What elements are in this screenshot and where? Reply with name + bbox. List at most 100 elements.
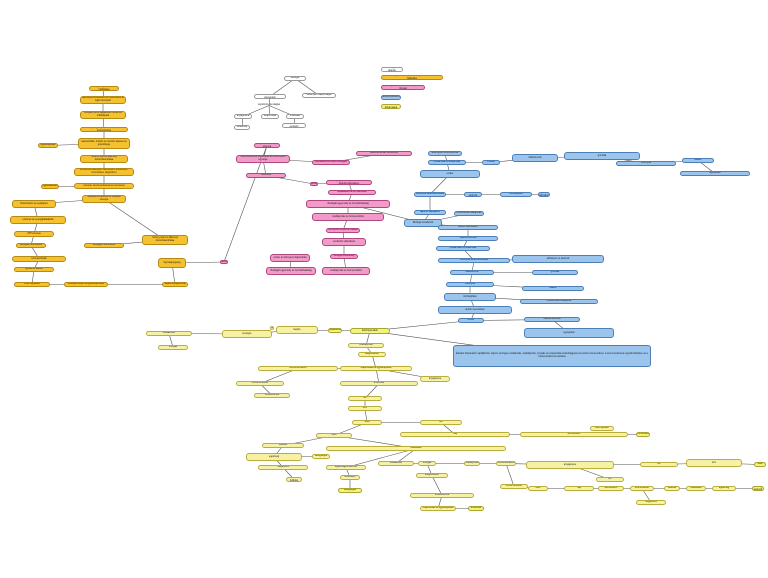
node-bor[interactable]: bőr — [420, 420, 462, 425]
node-lime-j[interactable]: emésztés — [468, 506, 484, 511]
node-biokemia[interactable]: Biokémia — [234, 125, 250, 130]
node-lime-x[interactable]: egészséges életmód — [752, 486, 764, 491]
node-blue-14[interactable]: rendszertani kategóriák — [520, 299, 598, 304]
node-reflexek[interactable]: reflexek — [262, 443, 304, 448]
node-populaciok[interactable]: populációk és életközösségek — [312, 160, 350, 165]
node-vese[interactable]: vese — [352, 420, 382, 425]
node-lime-t[interactable]: reflexek — [664, 486, 680, 491]
node-lime-a[interactable]: betegségek — [338, 488, 362, 493]
node-keringes[interactable]: keringés — [222, 330, 272, 338]
node-blue-9[interactable]: baktériumok — [450, 270, 494, 275]
node-lime-k[interactable]: anyagcsere — [526, 461, 614, 469]
node-lime-e[interactable]: idegrendszer — [416, 473, 448, 478]
node-sejt-alapegyseg[interactable]: Sejt alapegység — [158, 258, 186, 268]
node-anyag-energiaaramlas[interactable]: anyag és energiaáramlás az életközössége… — [326, 180, 372, 185]
node-blue-6[interactable]: prokarióták és eukarióták — [436, 246, 490, 251]
node-blue-12[interactable]: állatok — [522, 286, 584, 291]
node-blue-17[interactable]: határozókulcsok — [524, 317, 580, 322]
node-szabalyozas[interactable]: szabályozás — [348, 343, 384, 348]
node-lime-u[interactable]: viselkedés — [686, 486, 706, 491]
node-izomrendszer[interactable]: izomrendszer — [636, 432, 650, 437]
node-gombak[interactable]: gombák — [564, 152, 640, 160]
node-betegsegek[interactable]: betegségek — [312, 454, 330, 459]
node-ember-kornyezet[interactable]: ember és környezet kapcsolata — [270, 254, 310, 262]
node-oroklodes-top[interactable]: öröklődés — [286, 114, 304, 119]
node-oldal-kicsi-1[interactable]: egyedfejlődés — [38, 143, 58, 148]
node-oldal-osszekoto[interactable]: növényi sejt és állati sejt összehasonlí… — [142, 235, 188, 245]
node-biologiai-sokfeleseg[interactable]: biológiai sokféleség — [330, 254, 358, 259]
node-kicsi-pink[interactable]: bioszféra — [310, 182, 318, 186]
node-sejtmag[interactable]: sejtmag felépítése, kromatin, kromoszóma — [80, 127, 128, 132]
node-maj[interactable]: máj — [400, 432, 510, 437]
node-lime-l[interactable]: vér — [640, 462, 678, 467]
node-lime-c[interactable]: mozgás — [418, 461, 436, 466]
node-lime-b[interactable]: kiválasztás — [378, 461, 414, 466]
node-fotoszintezis[interactable]: fotoszintézis és sejtlégzés — [12, 200, 56, 208]
node-pink-kicsi-2[interactable]: bioszféra — [220, 260, 228, 264]
node-blue-kicsi[interactable]: fajok és fajfogalom — [538, 192, 550, 197]
node-lime-i[interactable]: szaporodás és egyedfejlődés — [420, 506, 456, 511]
node-eletfolyamatok[interactable]: Életfolyamatok — [350, 328, 390, 334]
node-hormonrendszer[interactable]: hormonrendszer — [258, 366, 338, 371]
node-egeszseg[interactable]: egészség — [246, 453, 302, 461]
node-mozgas[interactable]: mozgás — [158, 345, 188, 350]
node-baktériumok[interactable]: baktériumok — [512, 154, 558, 162]
node-blue-16[interactable]: ember — [458, 318, 484, 323]
node-szaporodas-lime[interactable]: szaporodás és egyedfejlődés — [340, 366, 412, 371]
node-dns-replikacio[interactable]: DNS replikáció — [14, 282, 50, 287]
node-lime-o[interactable]: bőr — [596, 477, 624, 482]
node-kemiai-fizikai[interactable]: kémiai és fizikai jelenségek — [254, 94, 286, 99]
node-vazrendszer[interactable]: vázrendszer — [520, 432, 628, 437]
node-viselkedes[interactable]: viselkedés — [326, 446, 506, 451]
node-biologia[interactable]: Biológia — [284, 76, 306, 81]
node-sejtszintu[interactable]: sejtszintű élet alapjai — [257, 103, 281, 107]
node-sejt-felepitese[interactable]: Sejt felépítése és működése — [89, 86, 119, 91]
node-lime-w[interactable]: megelőzés — [636, 500, 666, 505]
node-lime-z[interactable]: serdülőkor — [270, 326, 274, 330]
node-kettos-nevezektan[interactable]: kettős nevezéktan — [438, 225, 498, 230]
node-emesztes[interactable]: emésztés — [340, 381, 418, 386]
node-kivalasztas[interactable]: kiválasztás — [146, 331, 192, 336]
node-egeszseges-eletmod[interactable]: egészséges életmód — [326, 465, 366, 470]
node-pink-also-2[interactable]: szabályozás és homeosztázis — [322, 267, 370, 275]
node-immunrendszer[interactable]: immunrendszer — [236, 381, 284, 386]
node-novenyek[interactable]: növények — [616, 161, 676, 166]
node-lime-p[interactable]: tüdő — [528, 486, 548, 491]
node-szoveti-szervezodes[interactable]: szöveti szerveződés: hámszövet, kötőszöv… — [74, 168, 134, 176]
node-megelozes[interactable]: megelőzés — [258, 465, 308, 470]
node-biologiai-membranok[interactable]: Biológiai membránok — [16, 243, 46, 248]
node-rendszertani-kategoriak[interactable]: rendszertani kategóriák — [454, 211, 484, 216]
node-lime-r[interactable]: vázrendszer — [598, 486, 624, 491]
node-lime-v[interactable]: egészség — [712, 486, 736, 491]
node-tudo[interactable]: tüdő — [316, 433, 352, 438]
node-ver[interactable]: vér — [348, 396, 382, 401]
node-sziv[interactable]: szív — [348, 406, 382, 411]
node-evolucios-valtozasok[interactable]: evolúciós változások — [322, 238, 366, 246]
node-erzekszervek[interactable]: érzékszervek — [254, 393, 290, 398]
node-lime-d[interactable]: szabályozás — [464, 461, 480, 466]
node-okoszisztemak[interactable]: ökoszisztémák szerkezete — [356, 151, 412, 156]
node-citoplazma[interactable]: citoplazma és sejtalkotók típusai és műk… — [80, 111, 126, 119]
node-fajok[interactable]: fajok és fajfogalom — [414, 210, 446, 215]
node-sejtek-szovetek[interactable]: sejtek, szövetek, szervek — [254, 143, 280, 148]
node-lime-h[interactable]: érzékszervek — [410, 493, 474, 498]
node-alkalmazkodas[interactable]: élőlények alkalmazkodása — [414, 192, 446, 197]
node-lime-g[interactable]: immunrendszer — [500, 484, 528, 489]
node-taplalkozas[interactable]: táplálkozás — [328, 328, 342, 333]
node-prokariotak[interactable]: prokarióták és eukarióták — [428, 160, 466, 165]
node-elolenyek-rendszerezese[interactable]: Élőlények rendszerezése — [428, 151, 462, 156]
node-idegrendszer[interactable]: idegrendszer — [358, 352, 386, 357]
node-tapalaklancok[interactable]: táplálékláncok és hálózatok — [328, 190, 376, 195]
node-legzes[interactable]: légzés — [276, 326, 318, 334]
node-serdulokor[interactable]: serdülőkor — [340, 475, 360, 480]
node-blue-15[interactable]: kettős nevezéktan — [438, 306, 512, 314]
node-blue-13[interactable]: törzsfejlődés — [444, 293, 496, 301]
node-egyedfejlodes[interactable]: egyedfejlődés — [41, 184, 59, 189]
node-blue-18[interactable]: egysejtűek — [524, 328, 614, 338]
node-blue-7[interactable]: élőlények alkalmazkodása — [438, 258, 510, 263]
node-lime-s[interactable]: izomrendszer — [630, 486, 654, 491]
node-oldal-kicsi-2[interactable]: Biológiai membránok — [84, 243, 124, 248]
node-fejlodes-evolucio[interactable]: fejlődés és evolúció — [282, 123, 306, 128]
node-lime-y[interactable]: testi fejlődés — [590, 426, 614, 431]
